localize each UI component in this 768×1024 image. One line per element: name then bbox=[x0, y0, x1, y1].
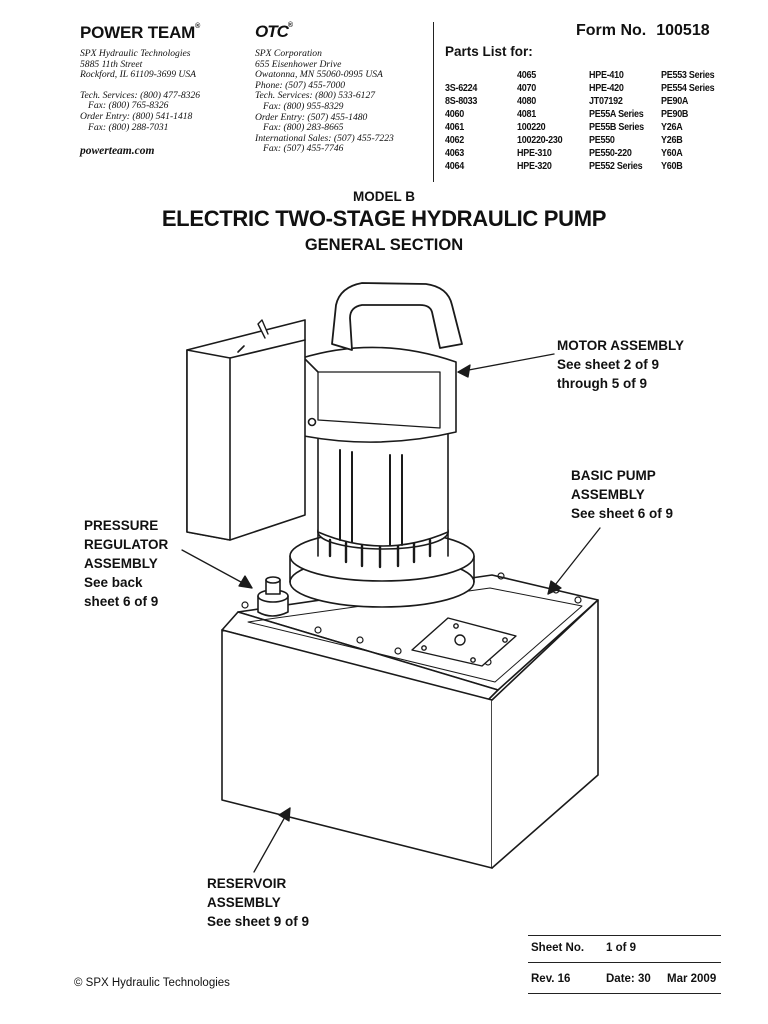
otc-logo: OTC® bbox=[255, 22, 293, 41]
part-number: 4065 bbox=[517, 70, 536, 81]
parts-column-3: HPE-410 HPE-420 JT07192 PE55A Series PE5… bbox=[589, 69, 644, 173]
part-number: PE552 Series bbox=[589, 161, 643, 172]
part-number: PE90B bbox=[661, 109, 689, 120]
date-label: Date: 30 bbox=[606, 973, 651, 985]
part-number: 4070 bbox=[517, 83, 536, 94]
spx-corporation-address: SPX Corporation 655 Eisenhower Drive Owa… bbox=[255, 48, 394, 155]
part-number: Y26B bbox=[661, 135, 683, 146]
part-number: 4080 bbox=[517, 96, 536, 107]
date-value: Mar 2009 bbox=[667, 973, 717, 985]
power-team-logo: POWER TEAM® bbox=[80, 23, 201, 42]
callout-leaders bbox=[181, 353, 601, 873]
part-number: HPE-420 bbox=[589, 83, 624, 94]
part-number: PE90A bbox=[661, 96, 689, 107]
footer-rule-mid bbox=[528, 962, 721, 963]
part-number: 8S-8033 bbox=[445, 96, 478, 107]
section-title: GENERAL SECTION bbox=[304, 236, 464, 254]
part-number: PE55B Series bbox=[589, 122, 644, 133]
footer-rule-top bbox=[528, 935, 721, 936]
part-number: Y60B bbox=[661, 161, 683, 172]
electrical-box bbox=[186, 319, 306, 541]
model-label: MODEL B bbox=[352, 189, 415, 204]
part-number: 100220-230 bbox=[517, 135, 563, 146]
part-number: HPE-410 bbox=[589, 70, 624, 81]
parts-column-1: 3S-6224 8S-8033 4060 4061 4062 4063 4064 bbox=[445, 69, 477, 173]
copyright: © SPX Hydraulic Technologies bbox=[74, 977, 230, 989]
part-number: Y26A bbox=[661, 122, 683, 133]
parts-column-4: PE553 Series PE554 Series PE90A PE90B Y2… bbox=[661, 69, 715, 173]
filler-plate bbox=[411, 617, 517, 667]
part-number: 100220 bbox=[517, 122, 546, 133]
callout-basic-pump-assembly: BASIC PUMP ASSEMBLY See sheet 6 of 9 bbox=[571, 468, 674, 521]
part-number: HPE-310 bbox=[517, 148, 552, 159]
part-number: PE553 Series bbox=[661, 70, 715, 81]
form-number: Form No.100518 bbox=[576, 22, 710, 39]
footer-rule-bottom bbox=[528, 993, 721, 994]
part-number: 4064 bbox=[445, 161, 464, 172]
spx-hydraulic-address: SPX Hydraulic Technologies 5885 11th Str… bbox=[80, 48, 201, 133]
part-number: 4061 bbox=[445, 122, 464, 133]
part-number: 4062 bbox=[445, 135, 464, 146]
sheet-label: Sheet No. bbox=[531, 942, 585, 954]
revision: Rev. 16 bbox=[531, 973, 571, 985]
part-number: PE55A Series bbox=[589, 109, 644, 120]
part-number: 4060 bbox=[445, 109, 464, 120]
parts-column-2: 4065 4070 4080 4081 100220 100220-230 HP… bbox=[517, 69, 563, 173]
sheet-value: 1 of 9 bbox=[606, 942, 637, 954]
part-number: PE550-220 bbox=[589, 148, 632, 159]
part-number: JT07192 bbox=[589, 96, 623, 107]
part-number: PE554 Series bbox=[661, 83, 715, 94]
part-number: HPE-320 bbox=[517, 161, 552, 172]
motor-body bbox=[301, 346, 457, 547]
part-number: 3S-6224 bbox=[445, 83, 478, 94]
part-number: PE550 bbox=[589, 135, 615, 146]
callout-reservoir-assembly: RESERVOIR ASSEMBLY See sheet 9 of 9 bbox=[207, 876, 310, 929]
reservoir-box bbox=[221, 574, 599, 869]
parts-list-title: Parts List for: bbox=[445, 44, 533, 59]
part-number: 4063 bbox=[445, 148, 464, 159]
callout-motor-assembly: MOTOR ASSEMBLY See sheet 2 of 9 through … bbox=[557, 338, 685, 391]
page-title: ELECTRIC TWO-STAGE HYDRAULIC PUMP bbox=[161, 206, 607, 231]
website-link[interactable]: powerteam.com bbox=[80, 145, 155, 157]
part-number: Y60A bbox=[661, 148, 683, 159]
callout-pressure-regulator: PRESSURE REGULATOR ASSEMBLY See back she… bbox=[84, 518, 169, 609]
part-number: 4081 bbox=[517, 109, 536, 120]
pressure-regulator bbox=[257, 576, 289, 617]
handle bbox=[331, 282, 463, 351]
header-divider bbox=[433, 22, 434, 182]
